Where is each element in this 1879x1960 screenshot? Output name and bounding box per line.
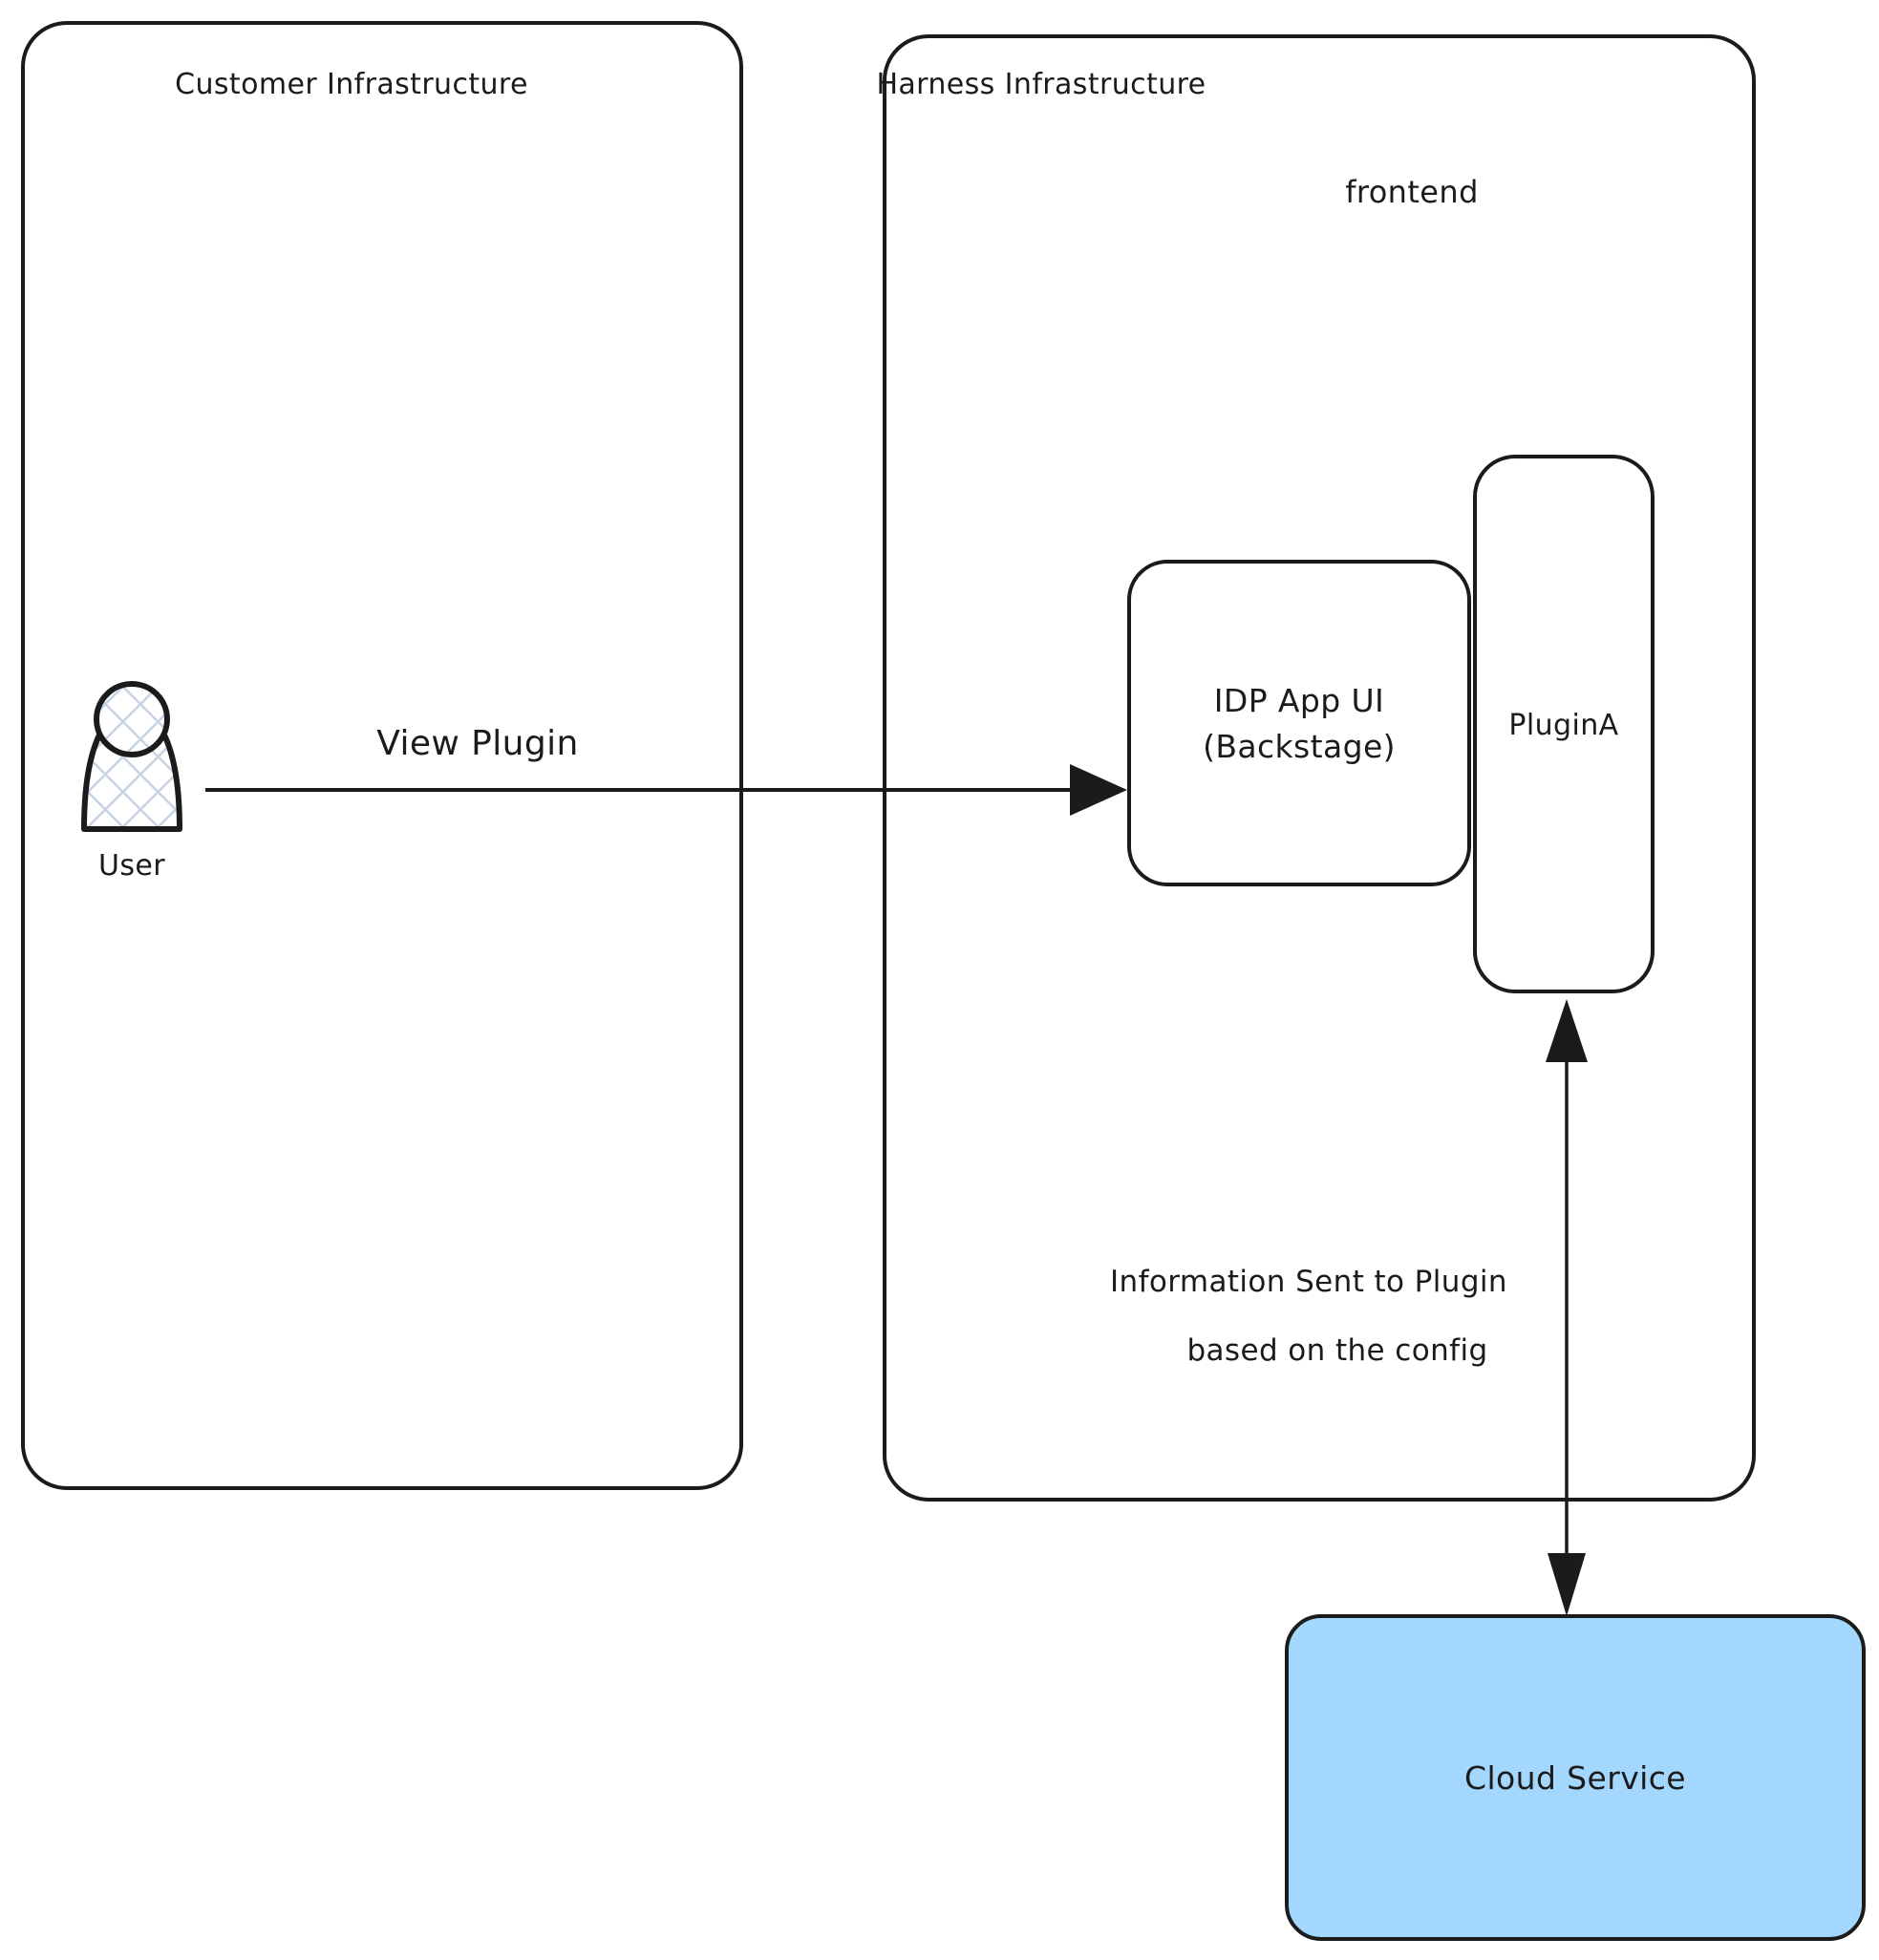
edge-info-to-plugin-arrowhead-down [1548, 1553, 1586, 1616]
node-plugin-a-box[interactable] [1473, 455, 1655, 993]
node-plugin-a[interactable]: PluginA [1473, 455, 1655, 993]
edge-view-plugin[interactable]: View Plugin [205, 724, 1127, 816]
edge-view-plugin-label: View Plugin [376, 724, 578, 763]
node-plugin-a-label: PluginA [1508, 709, 1618, 742]
edge-info-to-plugin[interactable]: Information Sent to Plugin based on the … [1110, 999, 1588, 1616]
node-idp-app-ui-label-line1: IDP App UI [1214, 682, 1384, 719]
node-idp-app-ui-box[interactable] [1127, 560, 1471, 886]
node-idp-app-ui[interactable]: IDP App UI (Backstage) [1127, 560, 1471, 886]
edge-info-to-plugin-arrowhead-up [1546, 999, 1588, 1062]
container-customer-infrastructure-label: Customer Infrastructure [175, 68, 528, 101]
edge-view-plugin-arrowhead [1070, 764, 1127, 816]
node-cloud-service-label: Cloud Service [1464, 1759, 1686, 1797]
node-cloud-service-box[interactable] [1285, 1614, 1866, 1941]
actor-user[interactable]: User [81, 681, 182, 883]
container-customer-infrastructure[interactable]: Customer Infrastructure [21, 21, 743, 1490]
edge-info-to-plugin-label-line2: based on the config [1186, 1333, 1487, 1368]
node-cloud-service[interactable]: Cloud Service [1285, 1614, 1866, 1941]
group-frontend-label: frontend [1345, 174, 1479, 210]
user-actor-icon [81, 681, 182, 832]
container-harness-infrastructure-label: Harness Infrastructure [876, 68, 1206, 101]
actor-user-label: User [98, 849, 165, 883]
container-customer-infrastructure-box[interactable] [21, 21, 743, 1490]
edge-info-to-plugin-label-line1: Information Sent to Plugin [1110, 1265, 1507, 1299]
node-idp-app-ui-label-line2: (Backstage) [1203, 728, 1396, 765]
